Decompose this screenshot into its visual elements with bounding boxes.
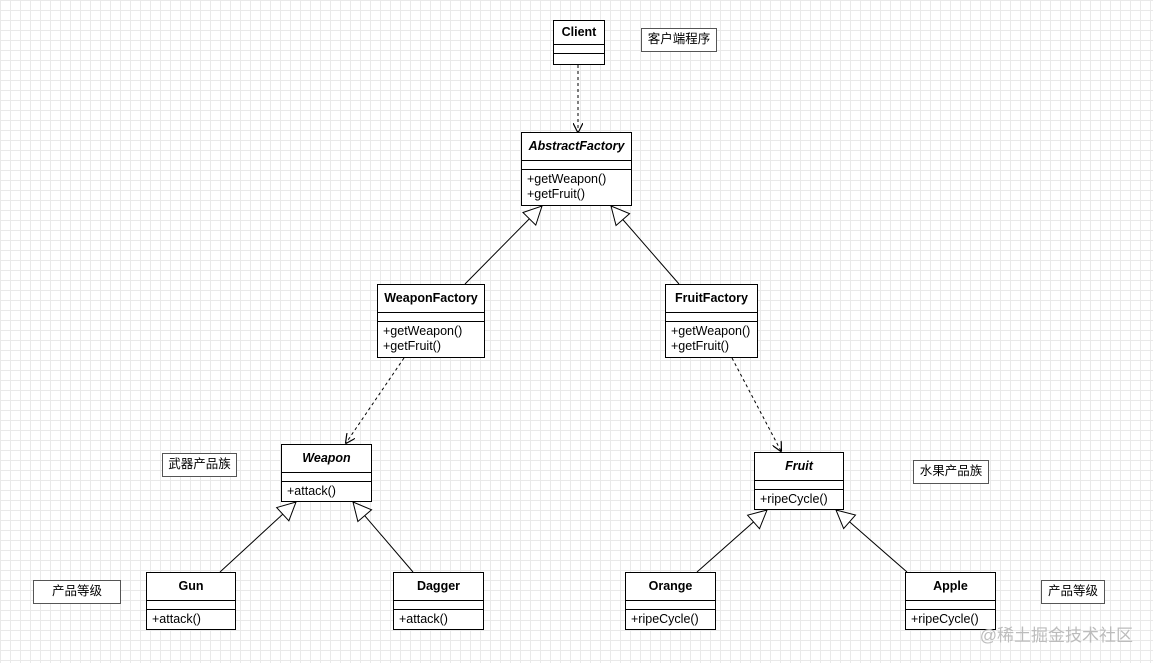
class-weapon-factory-name: WeaponFactory [378, 285, 484, 313]
edge-dagger-to-weapon [353, 502, 414, 573]
class-weapon-attributes [282, 473, 371, 482]
class-fruit-factory-attributes [666, 313, 757, 322]
class-apple-operations: +ripeCycle() [906, 610, 995, 627]
operation: +getFruit() [527, 187, 586, 201]
class-dagger-operations: +attack() [394, 610, 483, 627]
class-fruit-attributes [755, 481, 843, 490]
class-fruit[interactable]: Fruit +ripeCycle() [754, 452, 844, 510]
edge-gun-to-weapon [219, 502, 296, 573]
class-orange-attributes [626, 601, 715, 610]
class-client-attributes [554, 45, 604, 54]
edge-fruit-factory-to-abstract-factory [611, 206, 680, 285]
note-fruit-family[interactable]: 水果产品族 [913, 460, 989, 484]
edge-weapon-factory-to-weapon [346, 357, 405, 443]
class-gun-attributes [147, 601, 235, 610]
class-weapon-factory-attributes [378, 313, 484, 322]
class-dagger-name: Dagger [394, 573, 483, 601]
class-abstract-factory-operations: +getWeapon() +getFruit() [522, 170, 631, 202]
operation: +getWeapon() [671, 324, 751, 338]
operation: +ripeCycle() [631, 612, 699, 626]
class-gun-name: Gun [147, 573, 235, 601]
class-orange[interactable]: Orange +ripeCycle() [625, 572, 716, 630]
class-fruit-factory-operations: +getWeapon() +getFruit() [666, 322, 757, 354]
class-orange-operations: +ripeCycle() [626, 610, 715, 627]
edge-fruit-factory-to-fruit [731, 357, 781, 451]
edge-apple-to-fruit [836, 510, 908, 573]
class-apple[interactable]: Apple +ripeCycle() [905, 572, 996, 630]
class-weapon[interactable]: Weapon +attack() [281, 444, 372, 502]
class-abstract-factory-attributes [522, 161, 631, 170]
class-dagger-attributes [394, 601, 483, 610]
class-weapon-operations: +attack() [282, 482, 371, 499]
class-orange-name: Orange [626, 573, 715, 601]
operation: +attack() [287, 484, 336, 498]
class-fruit-operations: +ripeCycle() [755, 490, 843, 507]
edge-orange-to-fruit [696, 510, 767, 573]
operation: +getWeapon() [527, 172, 607, 186]
note-weapon-family[interactable]: 武器产品族 [162, 453, 237, 477]
edge-weapon-factory-to-abstract-factory [464, 206, 542, 285]
class-client[interactable]: Client [553, 20, 605, 65]
class-fruit-factory-name: FruitFactory [666, 285, 757, 313]
operation: +getFruit() [383, 339, 442, 353]
class-gun-operations: +attack() [147, 610, 235, 627]
operation: +attack() [399, 612, 448, 626]
class-weapon-factory-operations: +getWeapon() +getFruit() [378, 322, 484, 354]
operation: +ripeCycle() [760, 492, 828, 506]
class-gun[interactable]: Gun +attack() [146, 572, 236, 630]
operation: +attack() [152, 612, 201, 626]
class-abstract-factory-name: AbstractFactory [522, 133, 631, 161]
class-fruit-name: Fruit [755, 453, 843, 481]
note-client-program[interactable]: 客户端程序 [641, 28, 717, 52]
note-product-level-right[interactable]: 产品等级 [1041, 580, 1105, 604]
class-abstract-factory[interactable]: AbstractFactory +getWeapon() +getFruit() [521, 132, 632, 206]
operation: +getWeapon() [383, 324, 463, 338]
class-weapon-factory[interactable]: WeaponFactory +getWeapon() +getFruit() [377, 284, 485, 358]
class-fruit-factory[interactable]: FruitFactory +getWeapon() +getFruit() [665, 284, 758, 358]
watermark: @稀土掘金技术社区 [979, 626, 1133, 645]
class-client-name: Client [554, 21, 604, 45]
operation: +ripeCycle() [911, 612, 979, 626]
class-apple-attributes [906, 601, 995, 610]
class-apple-name: Apple [906, 573, 995, 601]
operation: +getFruit() [671, 339, 730, 353]
note-product-level-left[interactable]: 产品等级 [33, 580, 121, 604]
class-dagger[interactable]: Dagger +attack() [393, 572, 484, 630]
class-weapon-name: Weapon [282, 445, 371, 473]
